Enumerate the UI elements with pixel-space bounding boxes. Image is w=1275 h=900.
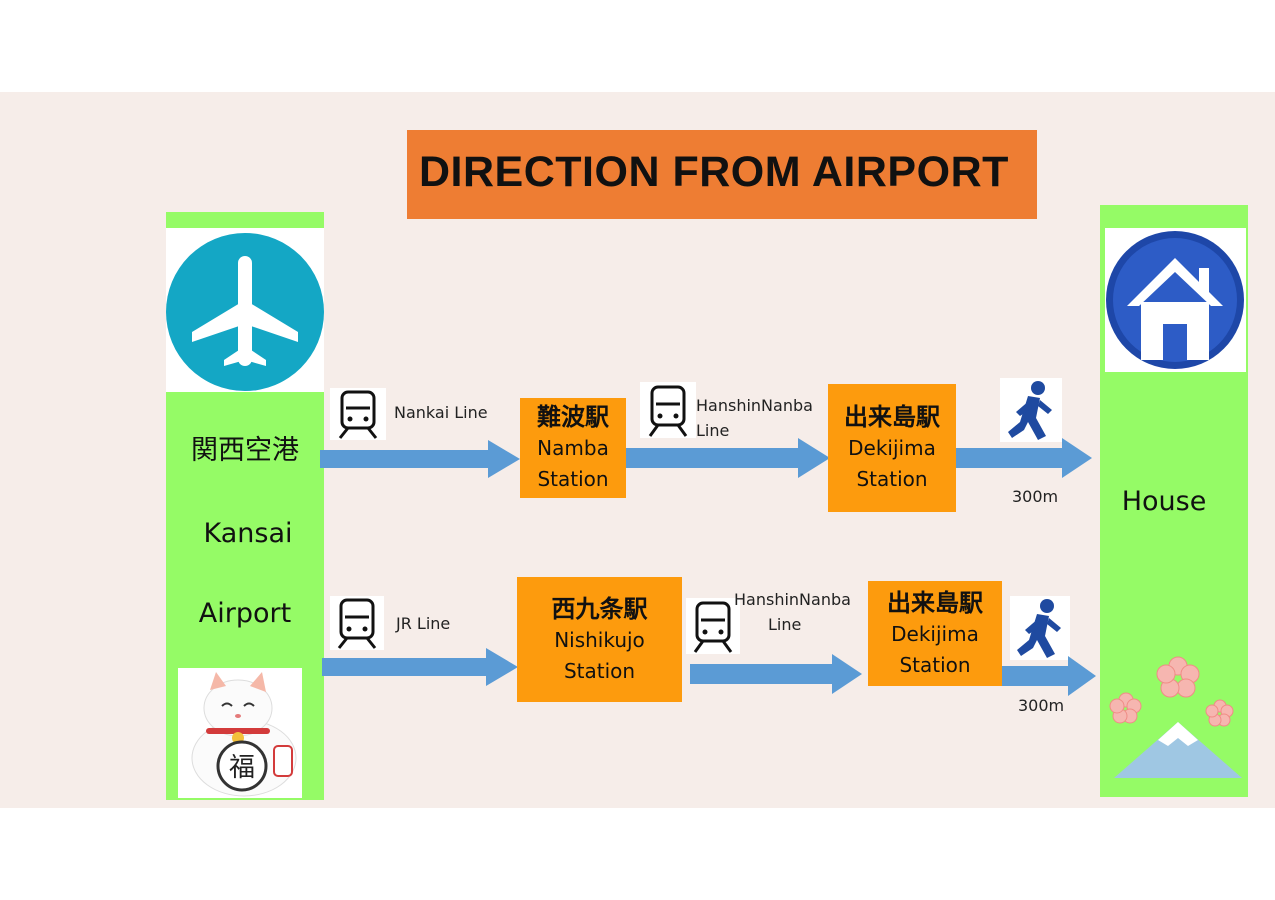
route1-line2-label-a: HanshinNanba xyxy=(696,396,813,415)
route2-station1-jp: 西九条駅 xyxy=(551,594,648,623)
origin-name-jp: 関西空港 xyxy=(191,435,299,466)
route1-station1-en-line2: Station xyxy=(537,467,609,491)
origin-name-en-line1: Kansai xyxy=(203,518,293,549)
route2-station1-en-line1: Nishikujo xyxy=(554,627,645,652)
walking-person-icon xyxy=(1000,378,1062,442)
route2-arrow1 xyxy=(322,648,518,686)
route2-line2-label-a: HanshinNanba xyxy=(734,590,851,609)
route1-station2-en-line2: Station xyxy=(856,467,928,491)
train-icon xyxy=(686,598,740,654)
route1-arrow3 xyxy=(956,438,1092,478)
route2-station1: 西九条駅 Nishikujo Station xyxy=(517,577,682,702)
route2-arrow2 xyxy=(690,654,862,694)
route1-arrow1 xyxy=(320,440,520,478)
route1-station2-en-line1: Dekijima xyxy=(848,436,936,460)
route2-walk-distance: 300m xyxy=(1018,696,1065,715)
origin-name-en-line2: Airport xyxy=(198,598,292,629)
route2-station2-en-line2: Station xyxy=(899,652,971,677)
route2-station2-en-line1: Dekijima xyxy=(891,621,979,646)
train-icon xyxy=(330,596,384,650)
route1-station2-jp: 出来島駅 xyxy=(844,403,940,431)
house-icon-frame xyxy=(1105,228,1246,372)
destination-name: House xyxy=(1121,486,1207,517)
house-icon xyxy=(1106,231,1244,369)
route1-station1: 難波駅 Namba Station xyxy=(520,398,626,498)
train-icon xyxy=(640,382,696,438)
mount-fuji-sakura-icon xyxy=(1108,648,1248,784)
route1-line1-label: Nankai Line xyxy=(394,403,488,422)
page-title: DIRECTION FROM AIRPORT xyxy=(419,148,1009,196)
route1-station1-jp: 難波駅 xyxy=(537,403,609,431)
route2-station2: 出来島駅 Dekijima Station xyxy=(868,581,1002,686)
walking-person-icon xyxy=(1010,596,1070,660)
badge-glyph: 福 xyxy=(229,753,255,783)
route2-arrow3 xyxy=(1002,656,1096,696)
route1-arrow2 xyxy=(626,438,830,478)
route2-station2-jp: 出来島駅 xyxy=(887,588,983,617)
maneki-neko-icon: 福 xyxy=(178,668,302,798)
train-icon xyxy=(330,388,386,440)
route1-line2-label-b: Line xyxy=(696,421,730,440)
route1-station1-en-line1: Namba xyxy=(537,436,609,460)
route2-station1-en-line2: Station xyxy=(563,658,636,683)
route1-station2: 出来島駅 Dekijima Station xyxy=(828,384,956,512)
title-banner: DIRECTION FROM AIRPORT xyxy=(407,130,1037,219)
route2-line1-label: JR Line xyxy=(396,614,451,633)
route1-walk-distance: 300m xyxy=(1012,487,1059,506)
airplane-icon-frame xyxy=(166,228,324,392)
airplane-icon xyxy=(166,233,324,391)
route2-line2-label-b: Line xyxy=(768,615,802,634)
